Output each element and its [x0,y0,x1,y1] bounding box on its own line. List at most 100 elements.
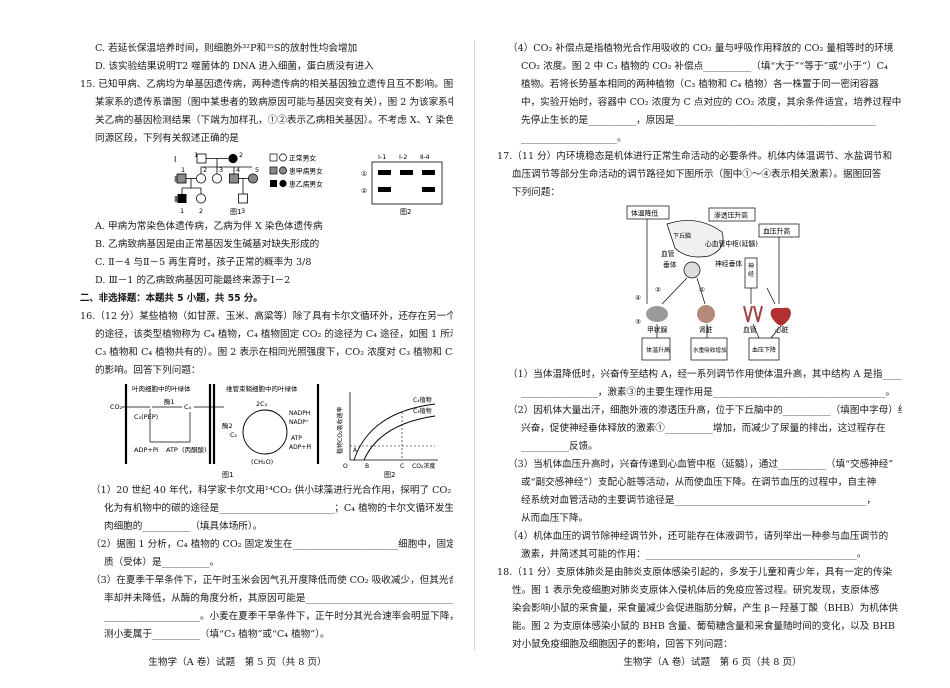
q17-figure: 体温降低 渗透压升高 血压升高 心血管中枢(延髓) 下丘脑 血管 垂体 神经垂体… [497,204,902,364]
c4-curve [353,403,436,461]
page-footer: 生物学（A 卷）试题 第 5 页（共 8 页） [148,657,327,668]
q16-sub-line: （1）20 世纪 40 年代，科学家卡尔文用¹⁴CO₂ 供小球藻进行光合作用，探… [91,485,453,496]
gel-band [378,187,391,192]
q16-sub-line: 肉细胞的__________（填具体场所）。 [104,521,263,532]
q16-sub-line: （3）在夏季干旱条件下，正午时玉米会因气孔开度降低而使 CO₂ 吸收减少，但其光… [91,575,453,586]
q14-option-c: C. 若延长保温培养时间，则细胞外³²P和³⁵S的放射性均会增加 [95,43,358,54]
q17-line: 血压调节等部分生命活动的调节路径如下图所示（图中①～④表示相关激素）。据图回答 [512,169,882,180]
atp-label: ATP [166,446,178,454]
pedigree-male [238,193,248,204]
pedigree-number: 1 [181,166,185,174]
c3-curve [363,415,436,461]
hormone-label-1: ① [699,286,705,294]
pedigree-female [196,173,207,184]
legend-disease-b: 患乙病男女 [289,180,323,189]
q15-option-d: D. Ⅲ－1 的乙病致病基因可能最终来源于Ⅰ－2 [95,275,291,286]
mesophyll-label: 叶肉细胞中的叶绿体 [132,384,191,393]
figure1-caption: 图1 [230,208,241,216]
pedigree-male-affected-b [177,194,187,203]
q15-figures: Ⅰ Ⅱ Ⅲ 2 1 [80,150,453,216]
hypothalamus-label: 下丘脑 [673,232,691,240]
c3-curve-label: C₃植物 [413,407,432,415]
q18-line: 能。图 2 为支原体感染小鼠的 BHB 含量、葡萄糖含量和采食量随时间的变化，以… [512,621,895,632]
heart-label: 心脏 [775,325,789,334]
graph-xlabel: CO₂浓度 [412,462,435,470]
gel-row-label: ② [361,187,367,195]
vessel-label: 血管 [661,249,675,258]
fig1-caption: 图1 [222,471,233,479]
pedigree-female-affected-b [228,153,238,164]
q16-4-line: 先停止生长的是__________，原因是___________________… [521,115,876,126]
q18-line: 对小鼠免疫细胞及细胞因子的影响，回答下列问题： [512,639,733,650]
graph-tick-c: C [400,463,404,470]
q17-sub-line: （4）机体血压的调节除神经调节外，还可能存在体液调节，请列举出一种参与血压调节的 [508,531,889,542]
nadp-label: NADP⁺ [289,419,309,426]
ch2o-label: (CH₂O) [251,458,273,466]
pituitary-label: 垂体 [663,260,677,269]
q15-line: 关乙病的基因检测结果（下端为加样孔，①②表示乙病相关基因）。不考虑 X、Y 染色… [95,115,453,126]
q18-line: 染会影响小鼠的采食量，采食量减少会促进脂肪分解，产生 β－羟基丁酸（BHB）为机… [512,603,899,614]
gel-col-label: Ⅱ-4 [420,153,430,161]
q16-sub-line: 质（受体）是__________。 [104,557,220,568]
q14-option-d: D. 该实验结果说明T2 噬菌体的 DNA 进入细菌，蛋白质没有进入 [95,61,374,72]
q16-line: 的途径，该类型植物称为 C₄ 植物，C₄ 植物固定 CO₂ 的途径为 C₄ 途径… [95,329,453,340]
center-label: 心血管中枢(延髓) [705,239,758,248]
q17-sub-line: ________________，激素③的主要生理作用是____________… [521,387,896,398]
q17-line: 下列问题： [512,187,560,198]
left-page: C. 若延长保温培养时间，则细胞外³²P和³⁵S的放射性均会增加 D. 该实验结… [80,40,453,668]
pyruvate-label: (丙酮酸) [182,445,207,454]
q17-sub-line: （1）当体温降低时，兴奋传至结构 A，经一系列调节作用使体温升高，其中结构 A … [508,369,902,380]
osmo-up-box: 渗透压升高 [714,211,748,220]
q17-sub-line: 经系统对血管活动的主要调节途径是________________________… [521,495,876,506]
pedigree-male [196,153,207,164]
q15-option-b: B. 乙病致病基因是由正常基因发生碱基对缺失形成的 [95,239,320,250]
q17-sub-line: __________反馈。 [521,441,598,452]
section-heading: 二、非选择题：本题共 5 小题，共 55 分。 [80,293,263,304]
gel-row-label: ① [361,170,367,178]
enzyme1-label: 酶1 [164,397,175,406]
legend-normal: 正常男女 [289,154,316,163]
q16-4-line: 植物。若将长势基本相同的两种植物（C₃ 植物和 C₄ 植物）各一株置于同一密闭容… [521,79,879,90]
c4-pathway-figure: 叶肉细胞中的叶绿体 维管束鞘细胞中的叶绿体 CO₂ C₃(PEP) 酶1 C₄ … [110,384,438,479]
c4-label: C₄ [184,403,192,411]
gel-band [378,170,391,175]
atp2-label: ATP [291,435,302,442]
bundle-sheath-label: 维管束鞘细胞中的叶绿体 [226,384,298,393]
q17-line: 17.（11 分）内环境稳态是机体进行正常生命活动的必要条件。机体内体温调节、水… [497,151,893,162]
pedigree-number: 5 [255,166,259,174]
q16-sub-line: 测小麦属于__________（填“C₃ 植物”或“C₄ 植物”）。 [104,629,330,640]
pedigree-number: 3 [219,166,223,174]
q15-option-a: A. 甲病为常染色体遗传病，乙病为伴 X 染色体遗传病 [95,221,323,232]
pedigree-female [211,173,222,184]
pedigree-number: 2 [239,151,243,159]
hormone-label-3: ③ [635,318,641,326]
q18-line: 18.（11 分）支原体肺炎是由肺炎支原体感染引起的，多发于儿童和青少年，具有一… [497,567,893,578]
gel-col-label: Ⅰ-1 [378,153,386,161]
q18-line: 性。图 1 表示免疫细胞对肺炎支原体入侵机体后的免疫应答过程。研究发现，支原体感 [512,585,880,596]
q16-4-line: （4）CO₂ 补偿点是指植物光合作用吸收的 CO₂ 量与呼吸作用释放的 CO₂ … [508,43,894,54]
pedigree-number: 3 [241,207,245,215]
q16-sub-line: 化为有机物中的碳的途径是________________________；C₄ … [104,503,453,514]
outcome-water: 水重吸收增加 [693,346,727,354]
q16-sub-line: ____________________。小麦在夏季干旱条件下，正午时分其光合速… [104,611,453,622]
legend-disease-a: 患甲病男女 [289,167,323,176]
c5-label: C₅ [230,431,238,439]
q16-line: 的影响。回答下列问题： [95,365,201,376]
generation-label: Ⅱ [174,175,178,184]
pedigree-figure: Ⅰ Ⅱ Ⅲ 2 1 [174,151,443,216]
c3-label: 2C₃ [256,400,268,408]
q15-line: 同源区段，下列有关叙述正确的是 [95,133,239,144]
neuro-pituitary-label: 神经垂体 [715,259,742,268]
right-page: （4）CO₂ 补偿点是指植物光合作用吸收的 CO₂ 量与呼吸作用释放的 CO₂ … [475,0,950,688]
left-column: C. 若延长保温培养时间，则细胞外³²P和³⁵S的放射性均会增加 D. 该实验结… [80,40,453,644]
q16-figures: 叶肉细胞中的叶绿体 维管束鞘细胞中的叶绿体 CO₂ C₃(PEP) 酶1 C₄ … [80,382,453,480]
graph-tick-b: B [365,463,369,470]
q17-sub-line: 兴奋，促使神经垂体释放的激素①__________增加，而减少了尿量的排出，这过… [521,423,886,434]
pedigree-male-affected-a [176,173,187,184]
nadph-label: NADPH [289,410,310,417]
q16-sub-line: （2）据图 1 分析，C₄ 植物的 CO₂ 固定发生在_____________… [91,539,453,550]
generation-label: Ⅲ [174,195,180,204]
pedigree-number: 2 [199,207,203,215]
q16-4-line: CO₂ 浓度。图 2 中 C₃ 植物的 CO₂ 补偿点__________（填“… [521,61,888,72]
graph-origin: O [343,463,348,470]
